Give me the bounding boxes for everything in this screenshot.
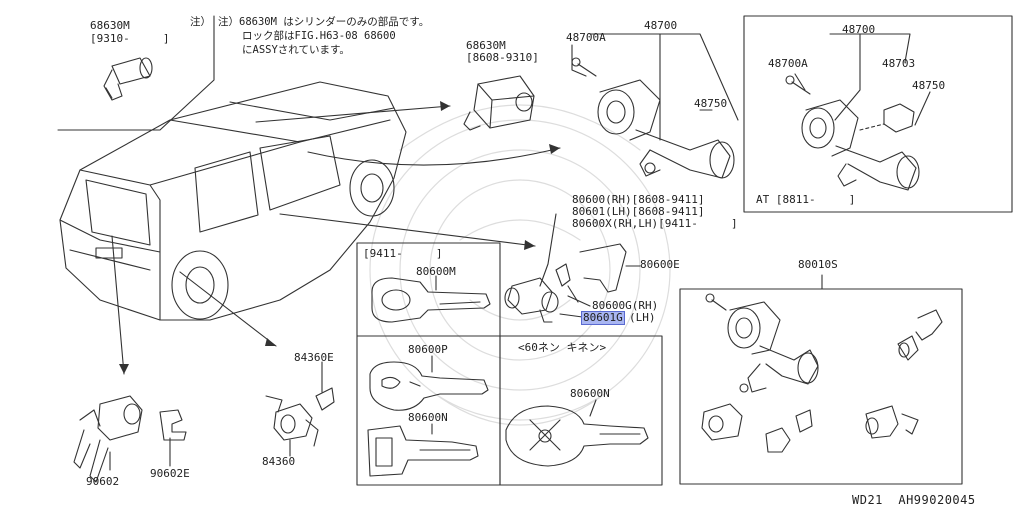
at-lock-assembly xyxy=(785,75,920,191)
leader-arrowheads xyxy=(119,101,560,374)
vehicle-drawing xyxy=(59,81,407,321)
label-at-48700a: 48700A xyxy=(768,57,808,70)
leader-lines xyxy=(111,105,561,375)
label-at-48700: 48700 xyxy=(842,23,876,36)
label-80601g-highlight[interactable]: 80601G xyxy=(581,311,625,325)
lock-84360 xyxy=(265,387,335,447)
label-48700: 48700 xyxy=(644,19,678,32)
key-80600n-right xyxy=(505,405,649,467)
key-box-frame xyxy=(356,242,663,486)
label-90602: 90602 xyxy=(86,475,120,488)
label-box-range: [9411- ] xyxy=(363,247,443,260)
label-68630m-top-range: [9310- ] xyxy=(90,32,170,45)
label-84360e: 84360E xyxy=(294,351,334,364)
note-line2: ロック部はFIG.H63-08 68600 xyxy=(242,30,396,42)
key-80600m xyxy=(371,277,491,323)
label-84360: 84360 xyxy=(262,455,296,468)
label-80010s: 80010S xyxy=(798,258,838,271)
note-marker: 注） xyxy=(190,16,211,28)
key-80600n-left xyxy=(367,425,479,477)
lock-68630m-mid xyxy=(463,75,535,131)
label-68630m-top: 68630M xyxy=(90,19,130,32)
label-at-48703: 48703 xyxy=(882,57,916,70)
label-48750: 48750 xyxy=(694,97,728,110)
label-80600x: 80600X(RH,LH)[9411- ] xyxy=(572,217,738,230)
key-80600p xyxy=(369,361,489,411)
label-80600e: 80600E xyxy=(640,258,680,271)
label-80600g: 80600G(RH) xyxy=(592,299,659,312)
kit-parts-80010s xyxy=(701,293,943,453)
label-80600m: 80600M xyxy=(416,265,456,278)
kit-box xyxy=(679,288,963,485)
label-60nen: <60ネン キネン> xyxy=(518,341,607,354)
watermark-emblem xyxy=(369,104,671,426)
corner-frame xyxy=(57,15,215,131)
label-at-48750: 48750 xyxy=(912,79,946,92)
cylinder-68630m-top xyxy=(103,57,153,101)
label-80601-lh: 80601(LH)[8608-9411] xyxy=(572,205,705,218)
steering-lock-assembly xyxy=(571,57,735,179)
label-68630m-mid-range: [8608-9310] xyxy=(466,51,539,64)
door-cylinder-80600 xyxy=(504,243,627,323)
label-80600-rh: 80600(RH)[8608-9411] xyxy=(572,193,705,206)
label-48700a: 48700A xyxy=(566,31,606,44)
label-at-range: AT [8811- ] xyxy=(756,193,856,206)
at-box xyxy=(743,15,1013,213)
note-line1: 注）68630M はシリンダーのみの部品です。 xyxy=(218,16,430,28)
note-line3: にASSYされています。 xyxy=(242,44,350,56)
label-90602e: 90602E xyxy=(150,467,190,480)
footer-code: WD21 AH99020045 xyxy=(852,493,976,507)
label-68630m-mid: 68630M xyxy=(466,39,506,52)
lock-90602 xyxy=(73,395,187,483)
label-80600n-left: 80600N xyxy=(408,411,448,424)
label-80600n-right: 80600N xyxy=(570,387,610,400)
label-80601g-side: (LH) xyxy=(629,311,656,324)
label-80600p: 80600P xyxy=(408,343,448,356)
